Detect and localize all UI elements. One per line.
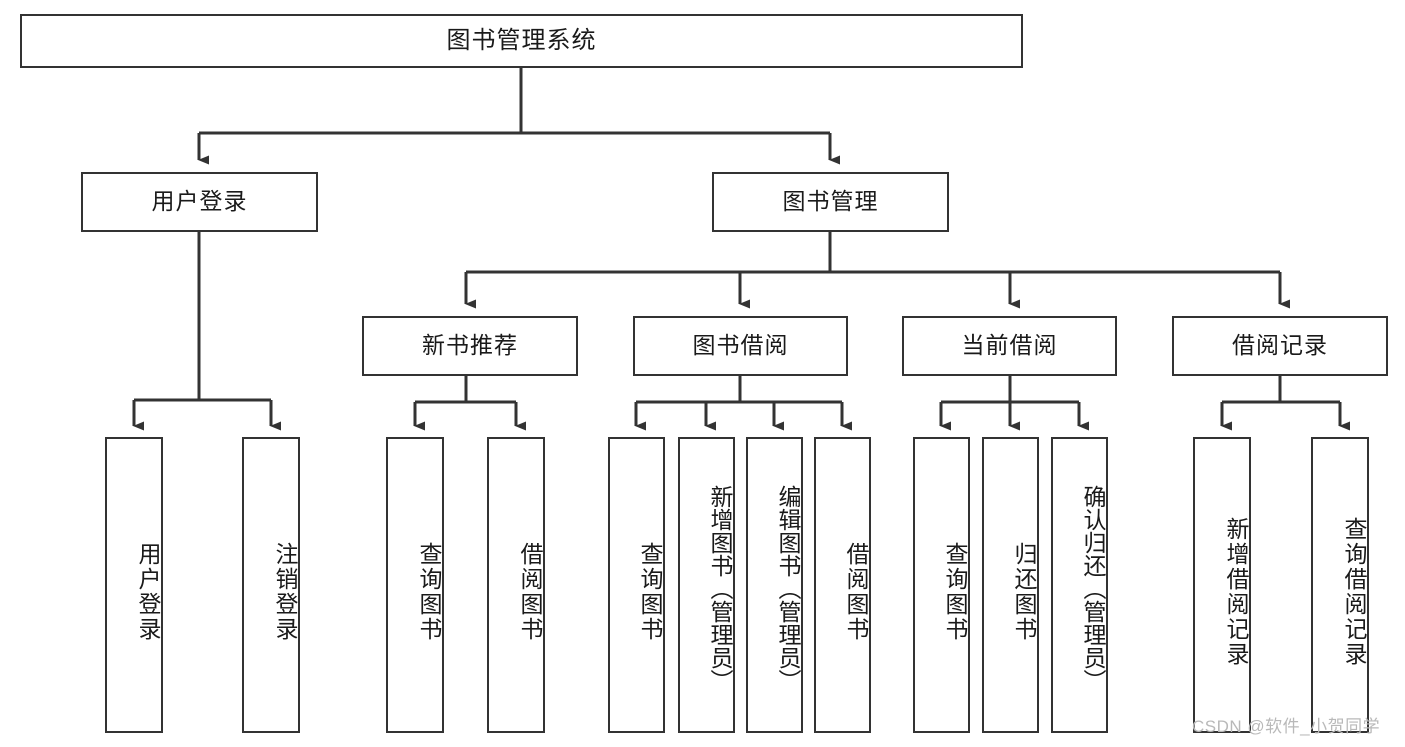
leaf-query-book-borrow[interactable]: 查询图书 (608, 437, 665, 733)
node-root-system[interactable]: 图书管理系统 (20, 14, 1023, 68)
leaf-add-book-admin[interactable]: 新增图书（管理员） (678, 437, 735, 733)
leaf-query-borrow-record[interactable]: 查询借阅记录 (1311, 437, 1369, 733)
leaf-add-borrow-record[interactable]: 新增借阅记录 (1193, 437, 1251, 733)
csdn-watermark: CSDN @软件_小贺同学 (1192, 717, 1381, 736)
leaf-return-book[interactable]: 归还图书 (982, 437, 1039, 733)
node-book-borrow[interactable]: 图书借阅 (633, 316, 848, 376)
node-current-borrow[interactable]: 当前借阅 (902, 316, 1117, 376)
leaf-query-book-current[interactable]: 查询图书 (913, 437, 970, 733)
leaf-query-book-recommend[interactable]: 查询图书 (386, 437, 444, 733)
node-user-login[interactable]: 用户登录 (81, 172, 318, 232)
leaf-user-login[interactable]: 用户登录 (105, 437, 163, 733)
leaf-confirm-return-admin[interactable]: 确认归还（管理员） (1051, 437, 1108, 733)
leaf-borrow-book[interactable]: 借阅图书 (814, 437, 871, 733)
leaf-edit-book-admin[interactable]: 编辑图书（管理员） (746, 437, 803, 733)
leaf-logout[interactable]: 注销登录 (242, 437, 300, 733)
node-new-book-recommend[interactable]: 新书推荐 (362, 316, 578, 376)
leaf-borrow-book-recommend[interactable]: 借阅图书 (487, 437, 545, 733)
node-borrow-records[interactable]: 借阅记录 (1172, 316, 1388, 376)
node-book-management[interactable]: 图书管理 (712, 172, 949, 232)
